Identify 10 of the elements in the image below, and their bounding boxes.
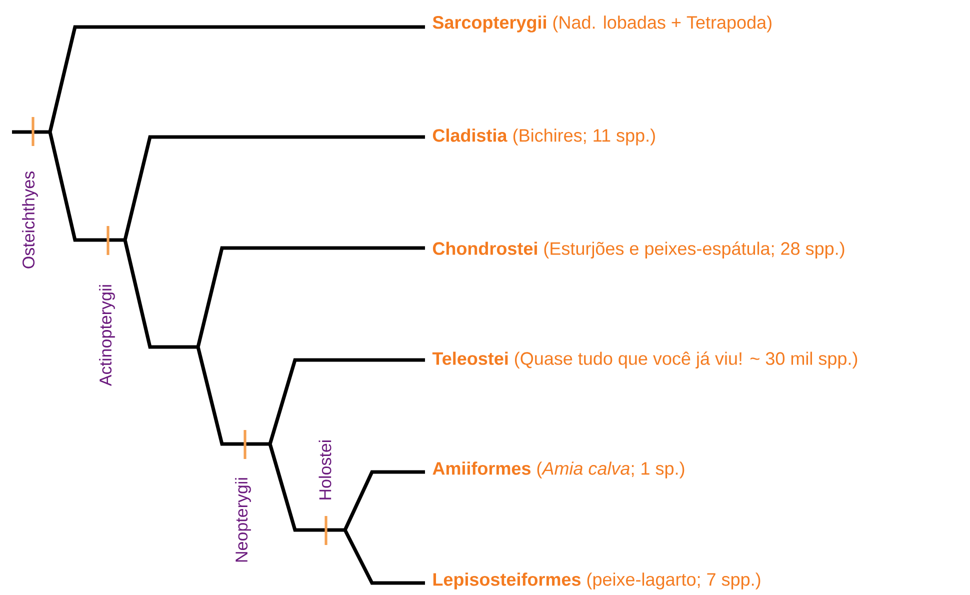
- clade-label: Actinopterygii: [99, 285, 115, 386]
- clade-label: Osteichthyes: [22, 172, 38, 268]
- taxon-label: Sarcopterygii (Nad. lobadas + Tetrapoda): [432, 16, 772, 32]
- taxon-label: Teleostei (Quase tudo que você já viu! ~ 30 mil spp.): [432, 352, 858, 368]
- taxon-label: Chondrostei (Esturjões e peixes-espátula; 28 spp.): [432, 242, 844, 258]
- taxon-label: Lepisosteiformes (peixe-lagarto; 7 spp.): [433, 572, 760, 590]
- taxon-label: Cladistia (Bichires; 11 spp.): [432, 128, 655, 146]
- clade-label: Holostei: [318, 440, 332, 500]
- clade-label: Neopterygii: [235, 478, 251, 562]
- taxon-label: Amiiformes (Amia calva; 1 sp.): [432, 462, 684, 478]
